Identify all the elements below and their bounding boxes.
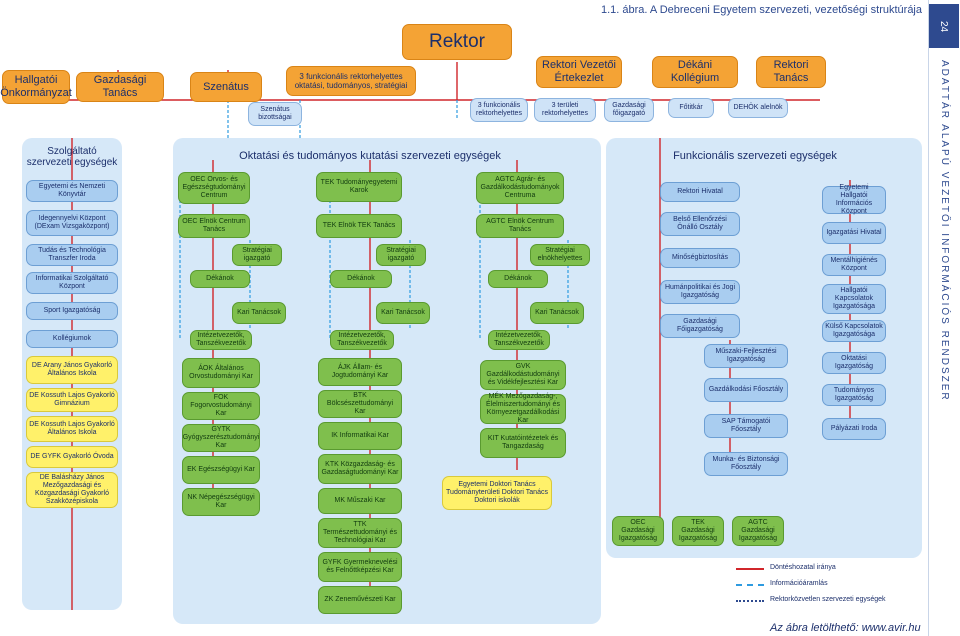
szolgaltato-item-2: Tudás és Technológia Transzfer Iroda	[26, 244, 118, 266]
funk-right-1: Igazgatási Hivatal	[822, 222, 886, 244]
gazdasagi-tanacs: Gazdasági Tanács	[76, 72, 164, 102]
download-note: Az ábra letölthető: www.avir.hu	[770, 622, 921, 634]
sub-teruleti-rektorhelyettes: 3 területi rektorhelyettes	[534, 98, 596, 122]
school-3: DE GYFK Gyakorló Óvoda	[26, 446, 118, 468]
tek-intezetvezetok: Intézetvezetők, Tanszékvezetők	[330, 330, 394, 350]
oec-kar-3: EK Egészségügyi Kar	[182, 456, 260, 484]
agtc-kari-tanacsok: Kari Tanácsok	[530, 302, 584, 324]
funk-left-2: Minőségbiztosítás	[660, 248, 740, 268]
sub-gazdasagi-foigazgato: Gazdasági főigazgató	[604, 98, 654, 122]
funk-right-5: Oktatási Igazgatóság	[822, 352, 886, 374]
rektori-tanacs: Rektori Tanács	[756, 56, 826, 88]
agtc-kar-1: MÉK Mezőgazdaság-, Élelmiszertudományi é…	[480, 393, 566, 424]
funk-left-0: Rektori Hivatal	[660, 182, 740, 202]
agtc-dekanok: Dékánok	[488, 270, 548, 288]
oec-elnok: OEC Elnök Centrum Tanács	[178, 214, 250, 238]
oec-intezetvezetok: Intézetvezetők, Tanszékvezetők	[190, 330, 252, 350]
funk-right-0: Egyetemi Hallgatói Információs Központ	[822, 184, 886, 215]
hallgatoi-onkormanyzat: Hallgatói Önkormányzat	[0, 70, 72, 104]
funk-right-3: Hallgatói Kapcsolatok Igazgatósága	[822, 284, 886, 314]
tek-kar-1: BTK Bölcsészettudományi Kar	[318, 390, 402, 418]
tek-kar-5: TTK Természettudományi és Technológiai K…	[318, 518, 402, 548]
doktori-tanacs: Egyetemi Doktori Tanács Tudományterületi…	[442, 476, 552, 510]
school-1: DE Kossuth Lajos Gyakorló Gimnázium	[26, 388, 118, 412]
gf-sub-1: Gazdálkodási Főosztály	[704, 378, 788, 402]
funkcionalis-header: Funkcionális szervezeti egységek	[673, 150, 837, 162]
school-4: DE Balásházy János Mezőgazdasági és Közg…	[26, 472, 118, 508]
rektor-box: Rektor	[402, 24, 512, 60]
tek-kar-4: MK Műszaki Kar	[318, 488, 402, 514]
funk-left-3: Humánpolitikai és Jogi Igazgatóság	[660, 280, 740, 304]
tek-kar-3: KTK Közgazdaság- és Gazdaságtudományi Ka…	[318, 454, 402, 484]
funk-right-7: Pályázati Iroda	[822, 418, 886, 440]
oec-kar-4: NK Népegészségügyi Kar	[182, 488, 260, 516]
sub-dehok-alelnok: DEHÖK alelnök	[728, 98, 788, 118]
funk-left-1: Belső Ellenőrzési Önálló Osztály	[660, 212, 740, 236]
gf-bottom-1: TEK Gazdasági Igazgatóság	[672, 516, 724, 546]
tek-strategiai: Stratégiai igazgató	[376, 244, 426, 266]
szolgaltato-item-5: Kollégiumok	[26, 330, 118, 348]
gf-sub-3: Munka- és Biztonsági Főosztály	[704, 452, 788, 476]
agtc-kar-0: GVK Gazdálkodástudományi és Vidékfejlesz…	[480, 360, 566, 390]
legend-info-label: Információáramlás	[770, 580, 828, 587]
legend-rektor-label: Rektorközvetlen szervezeti egységek	[770, 596, 886, 603]
funkcionalis-rektorhelyettes-top: 3 funkcionális rektorhelyettes oktatási,…	[286, 66, 416, 96]
szolgaltato-item-4: Sport Igazgatóság	[26, 302, 118, 320]
gf-sub-2: SAP Támogatói Főosztály	[704, 414, 788, 438]
gf-bottom-0: OEC Gazdasági Igazgatóság	[612, 516, 664, 546]
oec-kar-0: ÁOK Általános Orvostudományi Kar	[182, 358, 260, 388]
agtc-intezetvezetok: Intézetvezetők, Tanszékvezetők	[488, 330, 550, 350]
oec-kar-1: FOK Fogorvostudományi Kar	[182, 392, 260, 420]
tek-dekanok: Dékánok	[330, 270, 392, 288]
agtc-centrum: AGTC Agrár- és Gazdálkodástudományok Cen…	[476, 172, 564, 204]
oec-strategiai: Stratégiai igazgató	[232, 244, 282, 266]
tek-elnok: TEK Elnök TEK Tanács	[316, 214, 402, 238]
dekani-kollegium: Dékáni Kollégium	[652, 56, 738, 88]
sub-fotitkar: Főtitkár	[668, 98, 714, 118]
agtc-strategiai: Stratégiai elnökhelyettes	[530, 244, 590, 266]
tek-kar-2: IK Informatikai Kar	[318, 422, 402, 450]
page-sidebar	[928, 0, 960, 636]
tek-kar-6: GYFK Gyermeknevelési és Felnőttképzési K…	[318, 552, 402, 582]
figure-title: 1.1. ábra. A Debreceni Egyetem szervezet…	[601, 4, 922, 16]
funk-right-6: Tudományos Igazgatóság	[822, 384, 886, 406]
legend-decision-label: Döntéshozatal iránya	[770, 564, 836, 571]
szolgaltato-item-0: Egyetemi és Nemzeti Könyvtár	[26, 180, 118, 202]
legend-decision-line	[736, 568, 764, 570]
szolgaltato-header: Szolgáltató szervezeti egységek	[26, 146, 118, 168]
school-0: DE Arany János Gyakorló Általános Iskola	[26, 356, 118, 384]
agtc-kar-2: KIT Kutatóintézetek és Tangazdaság	[480, 428, 566, 458]
legend-rektor-line	[736, 600, 764, 602]
szolgaltato-item-1: Idegennyelvi Központ (DExam Vizsgaközpon…	[26, 210, 118, 236]
page-number: 24	[929, 4, 959, 48]
tek-centrum: TEK Tudományegyetemi Karok	[316, 172, 402, 202]
sub-funkcionalis-rektorhelyettes: 3 funkcionális rektorhelyettes	[470, 98, 528, 122]
rektori-vezetoi-ertekezlet: Rektori Vezetői Értekezlet	[536, 56, 622, 88]
oec-centrum: OEC Orvos- és Egészségtudományi Centrum	[178, 172, 250, 204]
oec-kari-tanacsok: Kari Tanácsok	[232, 302, 286, 324]
funk-left-4: Gazdasági Főigazgatóság	[660, 314, 740, 338]
tek-kar-7: ZK Zeneművészeti Kar	[318, 586, 402, 614]
gf-sub-0: Műszaki-Fejlesztési Igazgatóság	[704, 344, 788, 368]
funk-right-2: Mentálhigiénés Központ	[822, 254, 886, 276]
oktatasi-header: Oktatási és tudományos kutatási szerveze…	[239, 150, 501, 162]
gf-bottom-2: AGTC Gazdasági Igazgatóság	[732, 516, 784, 546]
oec-dekanok: Dékánok	[190, 270, 250, 288]
szenatus-bizottsagai: Szenátus bizottságai	[248, 102, 302, 126]
legend-info-line	[736, 584, 764, 586]
tek-kari-tanacsok: Kari Tanácsok	[376, 302, 430, 324]
funk-right-4: Külső Kapcsolatok Igazgatósága	[822, 320, 886, 342]
school-2: DE Kossuth Lajos Gyakorló Általános Isko…	[26, 416, 118, 442]
szenatus: Szenátus	[190, 72, 262, 102]
szolgaltato-item-3: Informatikai Szolgáltató Központ	[26, 272, 118, 294]
tek-kar-0: ÁJK Állam- és Jogtudományi Kar	[318, 358, 402, 386]
oec-kar-2: GYTK Gyógyszerésztudományi Kar	[182, 424, 260, 452]
agtc-elnok: AGTC Elnök Centrum Tanács	[476, 214, 564, 238]
